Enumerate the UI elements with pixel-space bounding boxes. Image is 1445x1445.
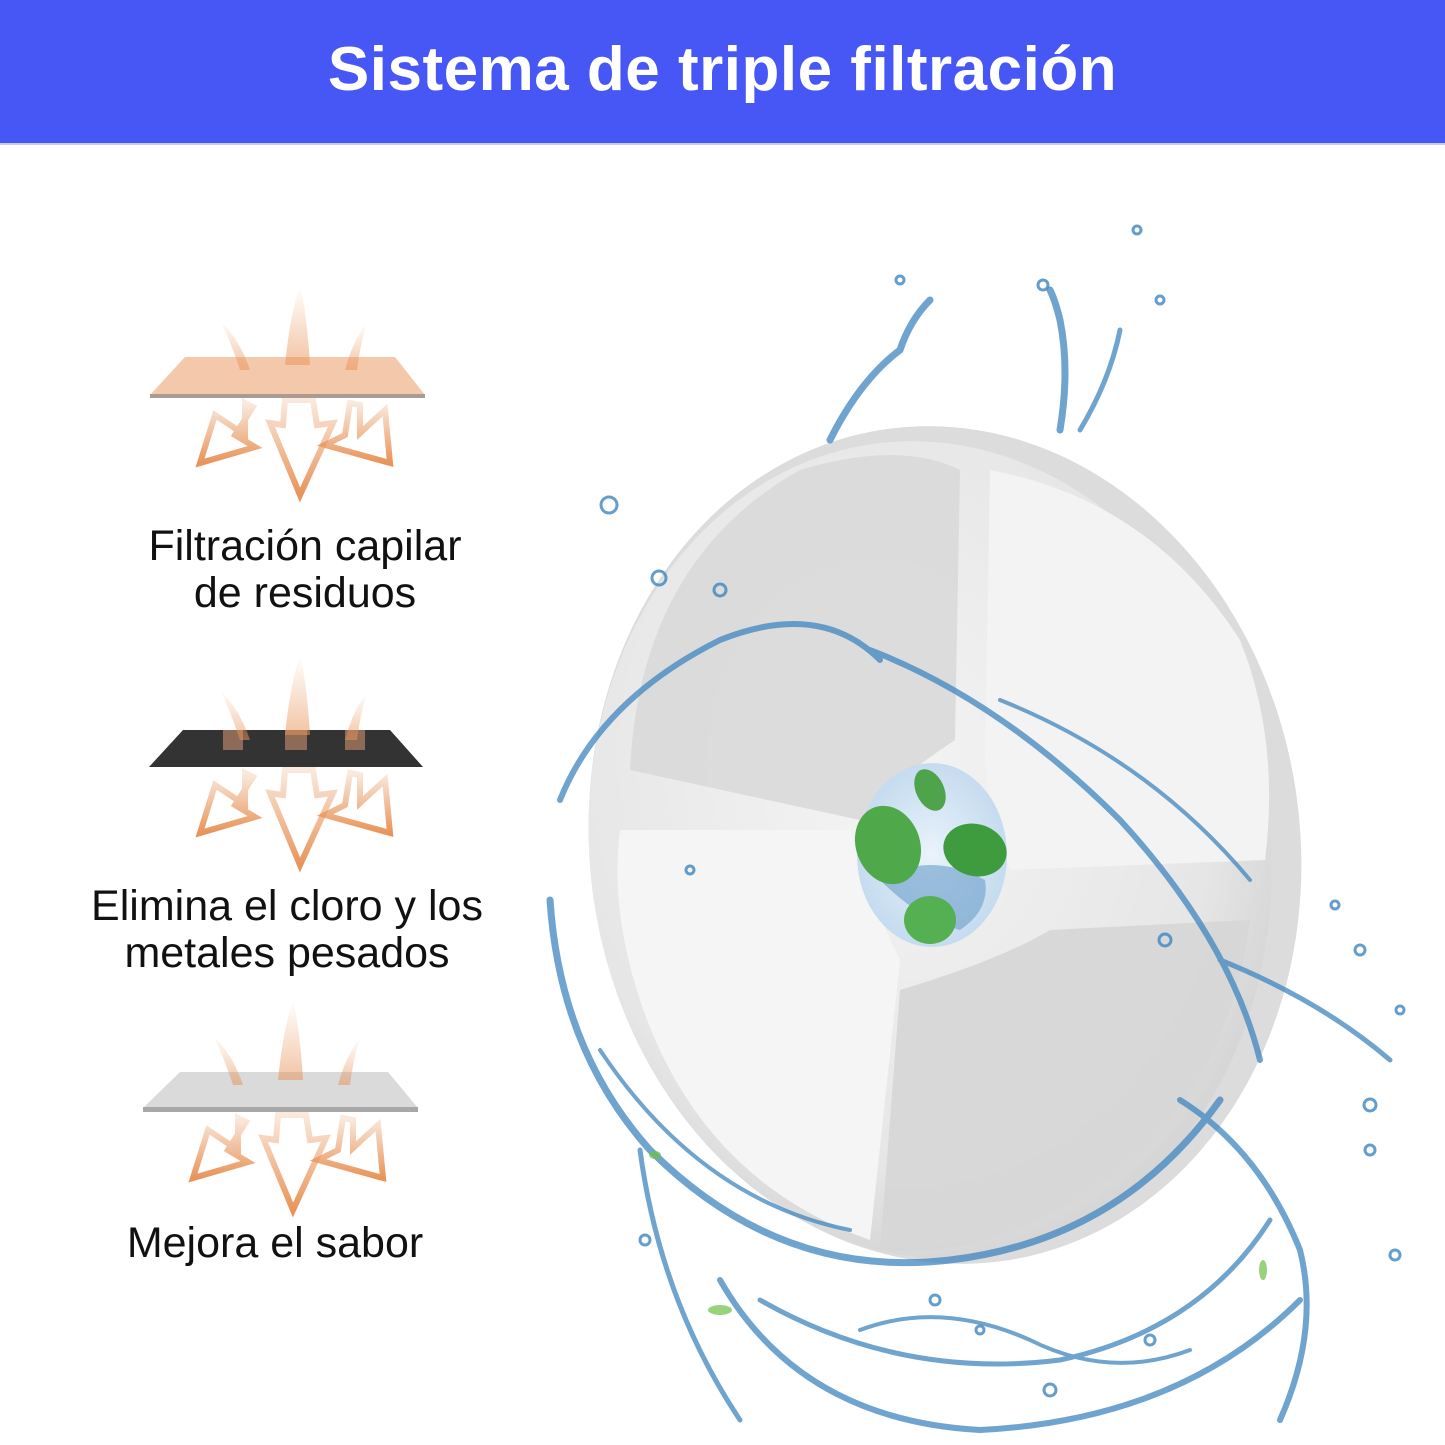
layer-1-label: Filtración capilar de residuos [85, 523, 525, 617]
layer-2-label: Elimina el cloro y los metales pesados [67, 883, 507, 977]
layer-2-label-line2: metales pesados [124, 929, 450, 977]
water-droplets [599, 224, 1406, 1398]
filter-layer-3: Mejora el sabor [80, 1000, 500, 1300]
filter-layer-icon [150, 285, 425, 505]
filter-layer-icon [149, 655, 423, 875]
layer-1-label-line1: Filtración capilar [148, 522, 462, 570]
layer-3-label: Mejora el sabor [55, 1220, 495, 1267]
filter-layer-icon [143, 1000, 418, 1220]
header-banner: Sistema de triple filtración [0, 0, 1445, 145]
water-splash [546, 286, 1393, 1434]
layer-1-label-line2: de residuos [193, 569, 417, 617]
layer-3-label-line1: Mejora el sabor [126, 1219, 424, 1267]
filter-layer-2: Elimina el cloro y los metales pesados [80, 655, 500, 995]
filter-product-image [546, 224, 1406, 1434]
filter-layer-1: Filtración capilar de residuos [80, 285, 500, 625]
layer-2-label-line1: Elimina el cloro y los [91, 882, 483, 930]
page-title: Sistema de triple filtración [327, 35, 1118, 104]
